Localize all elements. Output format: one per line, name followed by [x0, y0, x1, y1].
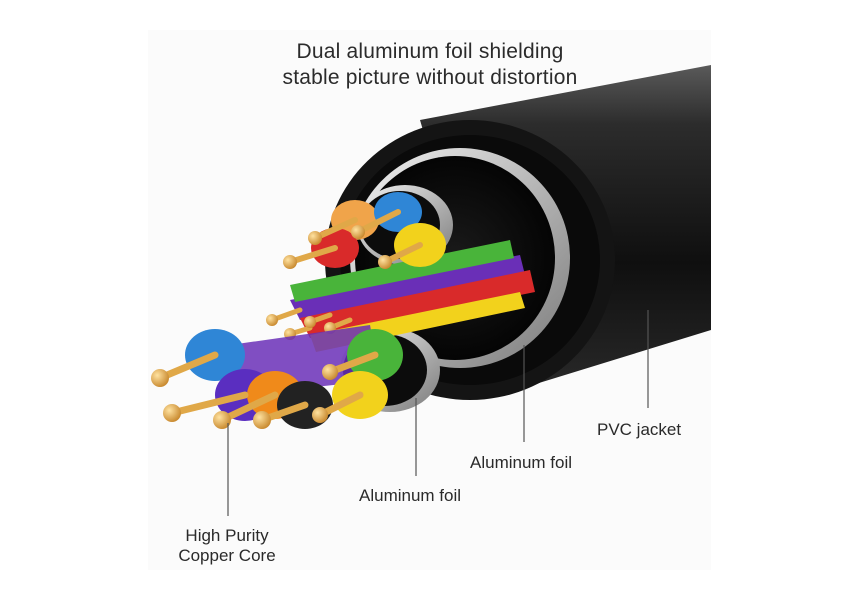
upper-wires	[283, 192, 446, 269]
lower-left-wires	[151, 325, 403, 429]
copper-core-label-line2: Copper Core	[178, 546, 276, 565]
middle-copper-ends	[266, 307, 353, 340]
wire-purple	[290, 255, 525, 320]
copper-core-label-line1: High Purity	[185, 526, 269, 545]
wire-red	[300, 270, 535, 338]
copper-core-label: High Purity Copper Core	[152, 526, 302, 566]
outer-aluminum-foil-label: Aluminum foil	[470, 453, 573, 472]
wire-green	[290, 240, 514, 302]
title-line-2: stable picture without distortion	[282, 66, 578, 89]
pvc-jacket-label: PVC jacket	[597, 420, 682, 439]
title-line-1: Dual aluminum foil shielding	[296, 40, 564, 63]
inner-aluminum-foil-label: Aluminum foil	[359, 486, 462, 505]
